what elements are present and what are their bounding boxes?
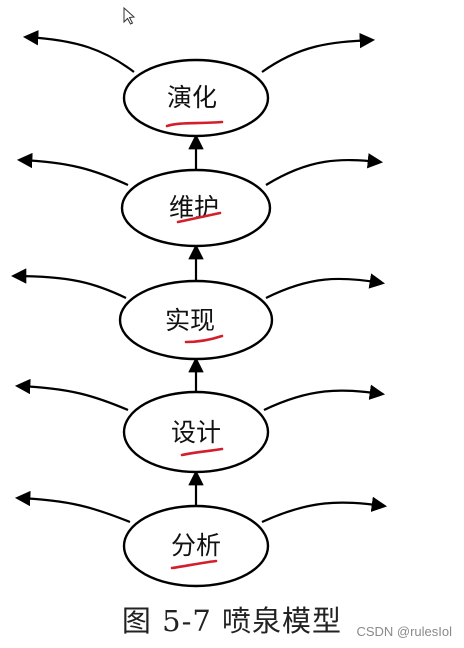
node-ellipse xyxy=(122,58,270,138)
node-label: 演化 xyxy=(167,83,217,112)
node-ellipse xyxy=(122,504,270,588)
right-fountain-arrow xyxy=(265,273,386,299)
left-fountain-arrow xyxy=(14,490,131,524)
node-label: 分析 xyxy=(171,531,221,560)
right-fountain-arrow xyxy=(263,384,386,411)
left-fountain-arrow xyxy=(14,378,129,412)
red-underline xyxy=(176,211,222,224)
node-implementation: 实现 xyxy=(10,268,386,361)
right-fountain-arrow xyxy=(261,32,376,73)
red-underline xyxy=(170,559,218,570)
right-fountain-arrow xyxy=(265,153,384,186)
node-maintenance: 维护 xyxy=(16,152,384,248)
node-label: 设计 xyxy=(171,418,221,447)
node-ellipse xyxy=(118,279,274,361)
left-fountain-arrow xyxy=(10,268,127,299)
watermark: CSDN @rulesIol xyxy=(356,624,452,639)
node-label: 实现 xyxy=(165,306,215,335)
node-ellipse xyxy=(122,390,270,474)
left-fountain-arrow xyxy=(22,30,135,73)
node-analysis: 分析 xyxy=(14,490,388,588)
red-underline xyxy=(184,334,224,344)
red-underline xyxy=(180,447,224,457)
red-underline xyxy=(165,120,224,128)
node-ellipse xyxy=(120,168,272,248)
node-evolution: 演化 xyxy=(22,30,376,138)
right-fountain-arrow xyxy=(261,496,388,524)
mouse-cursor-icon xyxy=(123,6,136,25)
node-label: 维护 xyxy=(169,193,219,222)
figure-caption: 图 5-7 喷泉模型 xyxy=(121,604,343,638)
node-design: 设计 xyxy=(14,378,386,474)
left-fountain-arrow xyxy=(16,152,129,187)
fountain-model-diagram: 演化 维护 实现 设计 分析 xyxy=(10,6,388,588)
